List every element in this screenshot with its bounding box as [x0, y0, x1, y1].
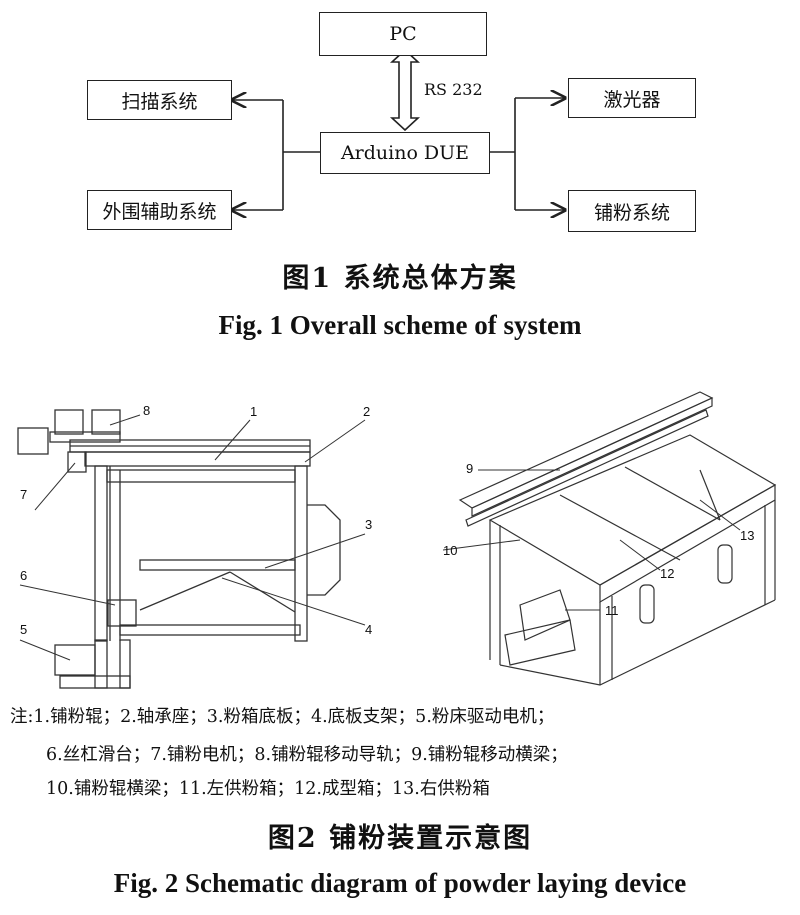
- right-branch-line: [490, 98, 516, 210]
- callout-10: 10: [443, 543, 458, 558]
- callout-11: 11: [605, 603, 619, 618]
- node-aux-system: 外围辅助系统: [87, 190, 232, 230]
- note-line-2: 6.丝杠滑台；7.铺粉电机；8.铺粉辊移动导轨；9.铺粉辊移动横梁；: [46, 745, 568, 765]
- fig2-caption-en: Fig. 2 Schematic diagram of powder layin…: [113, 868, 687, 898]
- callout-6: 6: [20, 568, 28, 583]
- left-branch-line: [282, 100, 320, 210]
- rs232-double-arrow: [389, 48, 421, 132]
- callout-12: 12: [660, 566, 675, 581]
- node-laser: 激光器: [568, 78, 696, 118]
- note-line-1: 注:1.铺粉辊；2.轴承座；3.粉箱底板；4.底板支架；5.粉床驱动电机；: [10, 707, 555, 727]
- callout-13: 13: [740, 528, 755, 543]
- callout-9: 9: [466, 461, 474, 476]
- node-powder-system: 铺粉系统: [568, 190, 696, 232]
- fig1-caption-en: Fig. 1 Overall scheme of system: [218, 310, 582, 340]
- callout-7: 7: [20, 487, 28, 502]
- rs232-label: RS 232: [424, 80, 483, 99]
- callout-3: 3: [365, 517, 373, 532]
- node-pc: PC: [319, 12, 487, 56]
- callout-4: 4: [365, 622, 373, 637]
- node-arduino: Arduino DUE: [320, 132, 490, 174]
- fig2-caption-cn: 图2 铺粉装置示意图: [267, 823, 533, 854]
- callout-2: 2: [363, 404, 371, 419]
- node-scan-system: 扫描系统: [87, 80, 232, 120]
- callout-5: 5: [20, 622, 28, 637]
- fig1-caption-cn: 图1 系统总体方案: [282, 263, 518, 294]
- note-line-3: 10.铺粉辊横梁；11.左供粉箱；12.成型箱；13.右供粉箱: [46, 779, 490, 799]
- callout-1: 1: [250, 404, 258, 419]
- callout-8: 8: [143, 403, 151, 418]
